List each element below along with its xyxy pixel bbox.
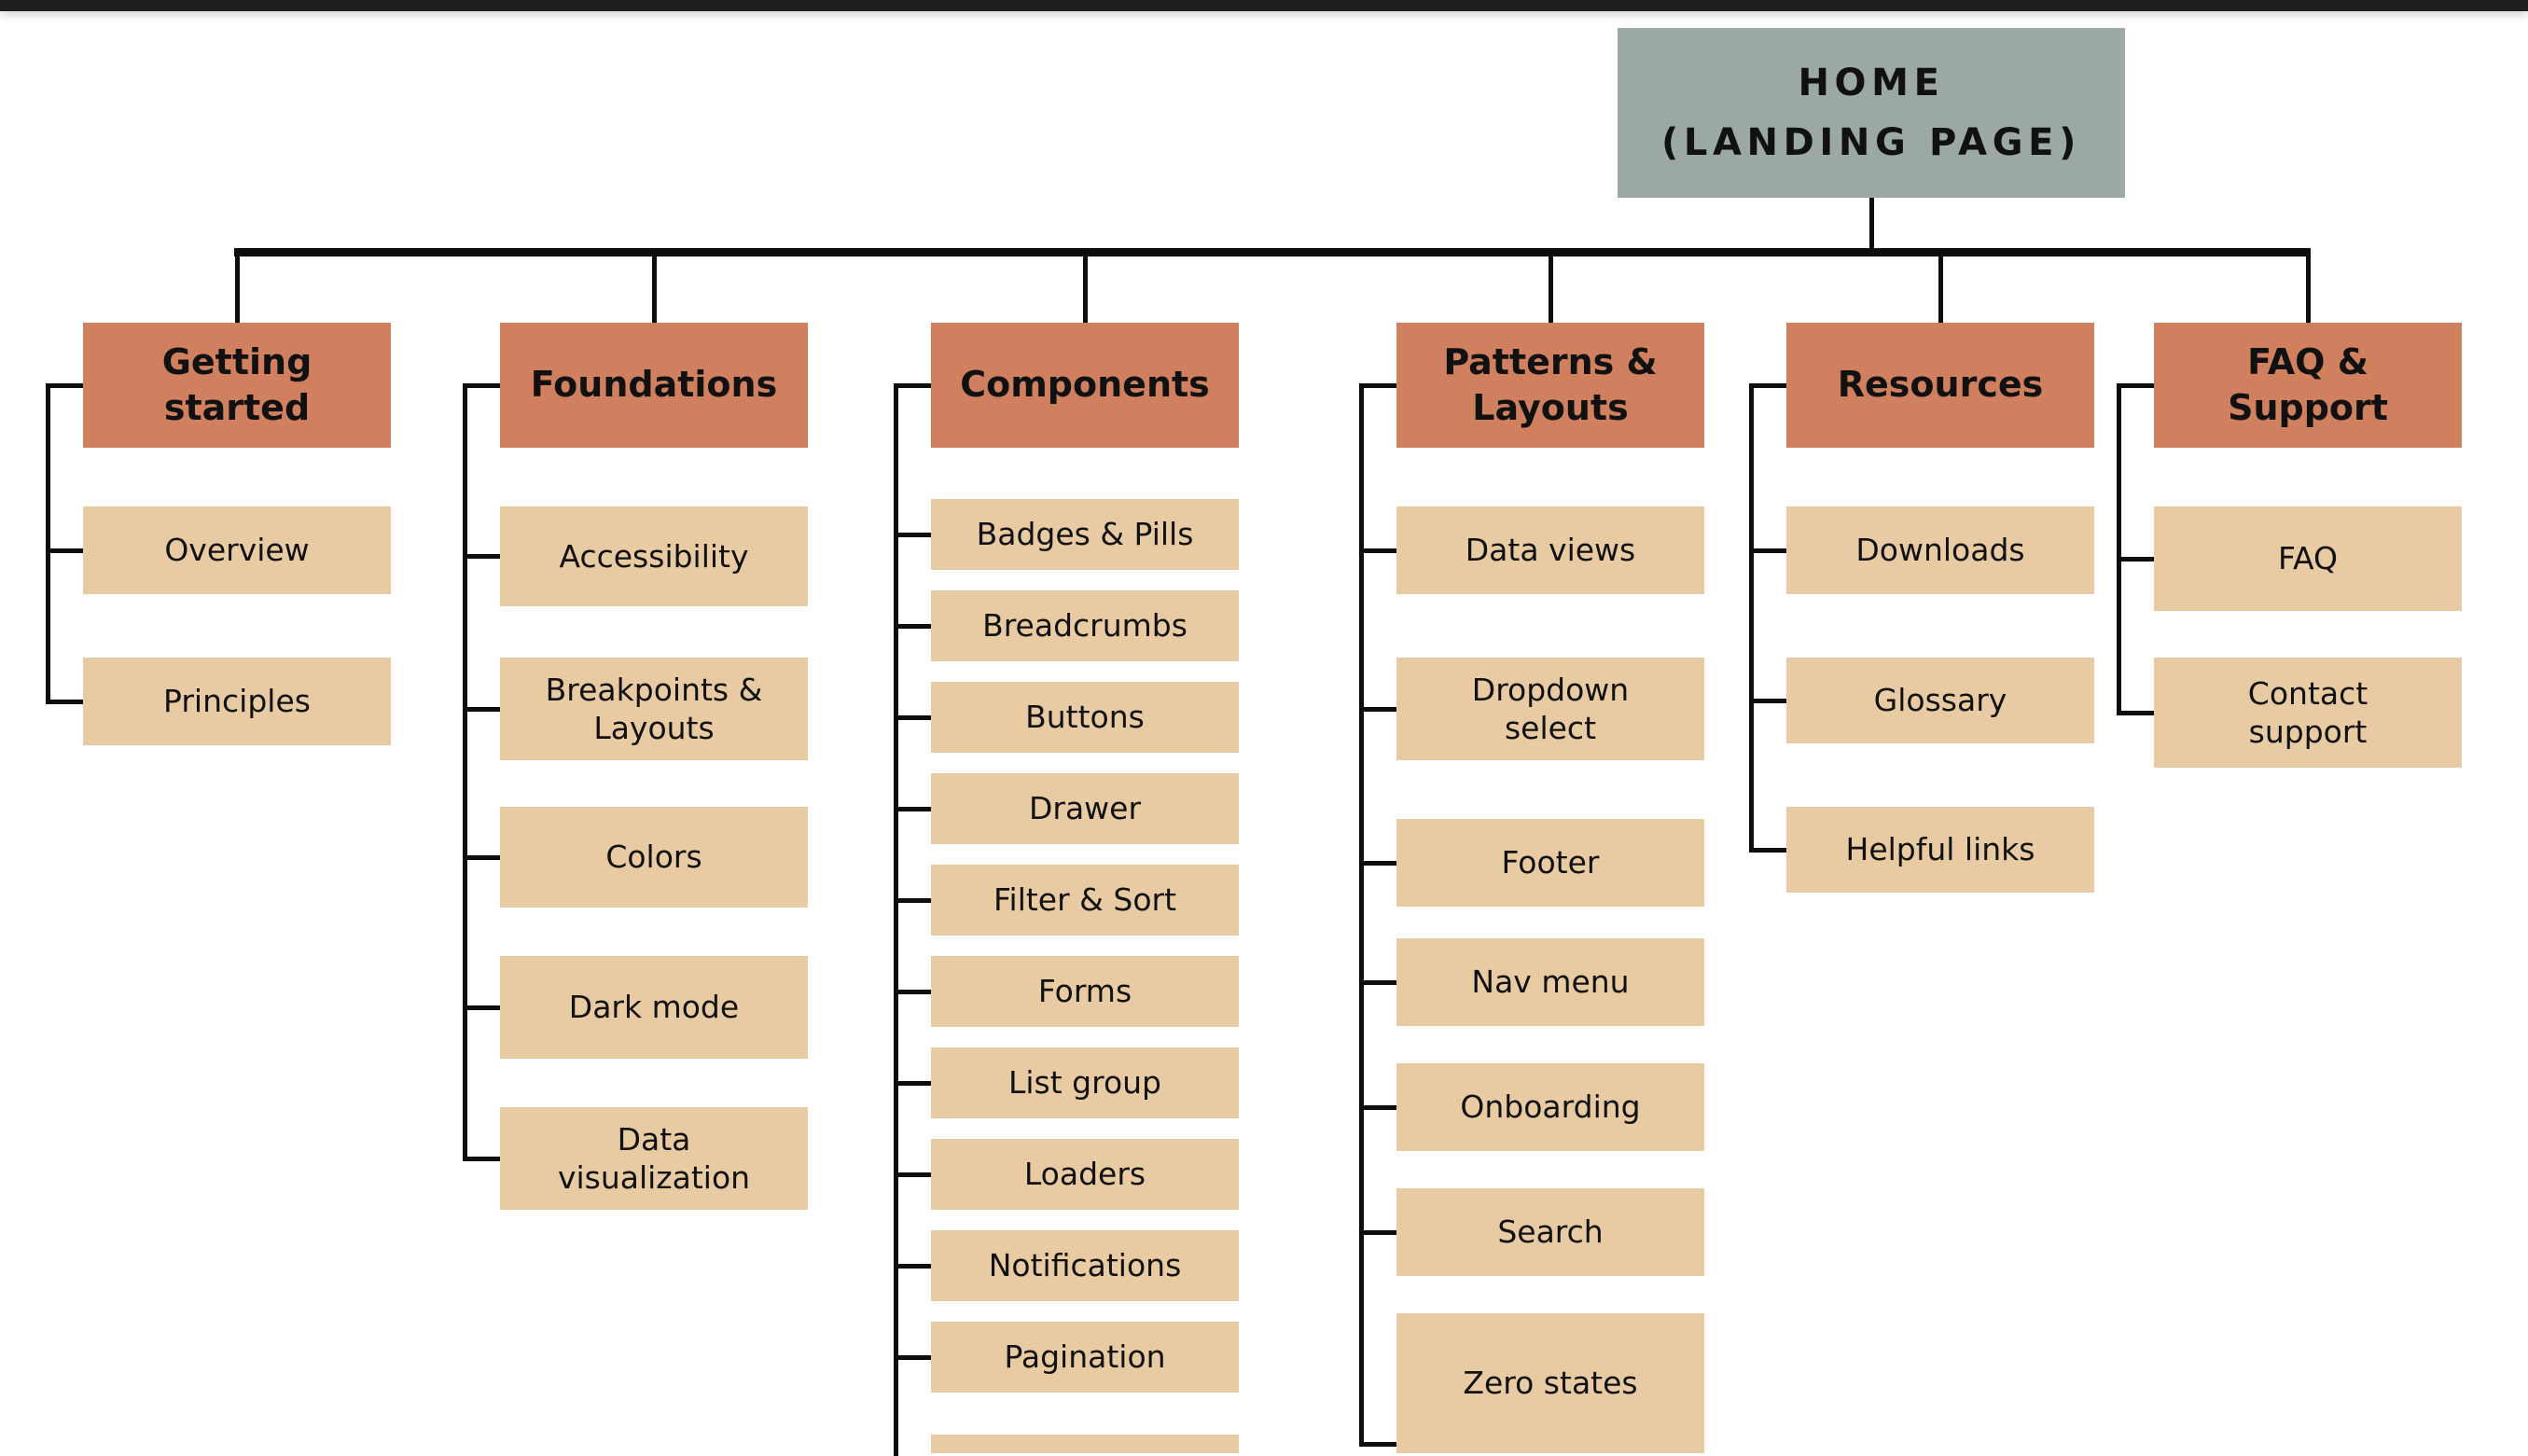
connector-bracket-patterns-layouts: [1359, 382, 1364, 1447]
node-filter-sort[interactable]: Filter & Sort: [931, 865, 1239, 936]
root-node-label-line1: HOME: [1798, 62, 1945, 104]
node-forms[interactable]: Forms: [931, 956, 1239, 1027]
section-header-patterns-layouts[interactable]: Patterns & Layouts: [1396, 323, 1704, 448]
connector-stub-breakpoints-layouts: [463, 706, 500, 712]
node-data-visualization[interactable]: Data visualization: [500, 1107, 808, 1210]
node-drawer[interactable]: Drawer: [931, 773, 1239, 844]
node-badges-pills[interactable]: Badges & Pills: [931, 499, 1239, 570]
node-list-group[interactable]: List group: [931, 1047, 1239, 1118]
section-header-components[interactable]: Components: [931, 323, 1239, 448]
connector-stub-data-views: [1359, 548, 1396, 553]
connector-stub-breadcrumbs: [894, 623, 931, 629]
connector-bracket-foundations: [463, 382, 467, 1161]
connector-drop-components: [1082, 252, 1088, 323]
node-contact-support[interactable]: Contact support: [2154, 658, 2462, 768]
node-zero-states[interactable]: Zero states: [1396, 1313, 1704, 1453]
section-header-foundations[interactable]: Foundations: [500, 323, 808, 448]
connector-stub-zero-states: [1359, 1441, 1396, 1447]
connector-stub-foundations: [463, 382, 500, 388]
root-node-home[interactable]: HOME (LANDING PAGE): [1618, 28, 2125, 198]
connector-bus: [233, 248, 2311, 257]
connector-stub-helpful-links: [1749, 847, 1786, 853]
connector-home-trunk: [1868, 198, 1874, 254]
node-breadcrumbs[interactable]: Breadcrumbs: [931, 590, 1239, 661]
connector-stub-buttons: [894, 714, 931, 720]
node-footer[interactable]: Footer: [1396, 819, 1704, 907]
connector-stub-overview: [46, 548, 83, 553]
connector-stub-filter-sort: [894, 897, 931, 903]
connector-stub-badges-pills: [894, 532, 931, 537]
section-header-getting-started[interactable]: Getting started: [83, 323, 391, 448]
connector-stub-accessibility: [463, 554, 500, 559]
node-nav-menu[interactable]: Nav menu: [1396, 938, 1704, 1026]
node-buttons[interactable]: Buttons: [931, 682, 1239, 753]
node-dropdown-select[interactable]: Dropdown select: [1396, 658, 1704, 760]
node-search[interactable]: Search: [1396, 1188, 1704, 1276]
node-data-views[interactable]: Data views: [1396, 506, 1704, 594]
connector-drop-getting-started: [234, 252, 240, 323]
node-glossary[interactable]: Glossary: [1786, 658, 2094, 743]
connector-stub-loaders: [894, 1172, 931, 1177]
connector-bracket-faq-support: [2117, 382, 2121, 715]
root-node-label-line2: (LANDING PAGE): [1661, 121, 2081, 164]
connector-stub-downloads: [1749, 548, 1786, 553]
section-header-resources[interactable]: Resources: [1786, 323, 2094, 448]
connector-stub-list-group: [894, 1080, 931, 1086]
connector-stub-dropdown-select: [1359, 706, 1396, 712]
connector-stub-forms: [894, 989, 931, 994]
connector-bracket-resources: [1749, 382, 1754, 853]
node-notifications[interactable]: Notifications: [931, 1230, 1239, 1301]
node-components-partial[interactable]: [931, 1435, 1239, 1453]
connector-stub-patterns-layouts: [1359, 382, 1396, 388]
connector-stub-onboarding: [1359, 1104, 1396, 1110]
node-helpful-links[interactable]: Helpful links: [1786, 807, 2094, 893]
connector-stub-footer: [1359, 860, 1396, 866]
connector-stub-resources: [1749, 382, 1786, 388]
node-dark-mode[interactable]: Dark mode: [500, 956, 808, 1059]
connector-stub-contact-support: [2117, 710, 2154, 715]
connector-bracket-getting-started: [46, 382, 50, 704]
connector-stub-search: [1359, 1229, 1396, 1235]
node-overview[interactable]: Overview: [83, 506, 391, 594]
connector-stub-data-visualization: [463, 1156, 500, 1161]
node-accessibility[interactable]: Accessibility: [500, 506, 808, 606]
connector-stub-components: [894, 382, 931, 388]
node-breakpoints-layouts[interactable]: Breakpoints & Layouts: [500, 658, 808, 760]
connector-stub-faq-support: [2117, 382, 2154, 388]
connector-drop-patterns-layouts: [1548, 252, 1553, 323]
connector-drop-foundations: [651, 252, 657, 323]
section-header-faq-support[interactable]: FAQ & Support: [2154, 323, 2462, 448]
connector-bracket-components: [894, 382, 898, 1456]
connector-drop-resources: [1938, 252, 1943, 323]
connector-stub-pagination: [894, 1354, 931, 1360]
node-loaders[interactable]: Loaders: [931, 1139, 1239, 1210]
connector-stub-nav-menu: [1359, 979, 1396, 985]
connector-stub-glossary: [1749, 698, 1786, 703]
node-pagination[interactable]: Pagination: [931, 1322, 1239, 1393]
connector-stub-drawer: [894, 806, 931, 811]
connector-stub-notifications: [894, 1263, 931, 1269]
connector-stub-faq: [2117, 556, 2154, 562]
node-principles[interactable]: Principles: [83, 658, 391, 745]
connector-stub-dark-mode: [463, 1005, 500, 1010]
node-downloads[interactable]: Downloads: [1786, 506, 2094, 594]
connector-stub-principles: [46, 699, 83, 704]
node-onboarding[interactable]: Onboarding: [1396, 1063, 1704, 1151]
node-faq[interactable]: FAQ: [2154, 506, 2462, 611]
window-top-edge: [0, 0, 2528, 11]
connector-drop-faq-support: [2305, 252, 2311, 323]
connector-stub-getting-started: [46, 382, 83, 388]
connector-stub-colors: [463, 854, 500, 860]
node-colors[interactable]: Colors: [500, 807, 808, 908]
